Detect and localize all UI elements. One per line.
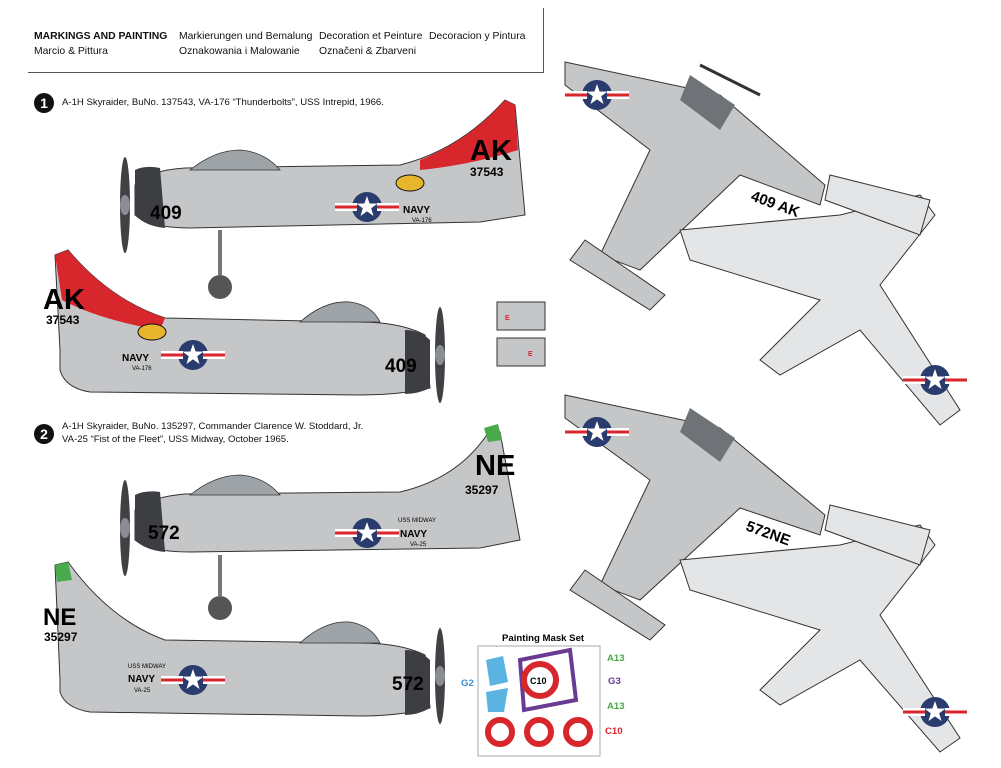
s1-navy-left: NAVY xyxy=(122,353,149,364)
s1-serial-left: 37543 xyxy=(46,313,80,327)
svg-text:E: E xyxy=(505,315,510,322)
s1-squadron: VA-176 xyxy=(412,218,432,224)
scheme-1-caption: A-1H Skyraider, BuNo. 137543, VA-176 “Th… xyxy=(62,97,384,108)
mask-set-title: Painting Mask Set xyxy=(502,633,585,644)
scheme-2-caption-line2: VA-25 “Fist of the Fleet”, USS Midway, O… xyxy=(62,434,289,445)
mask-code-g2: G2 xyxy=(461,678,474,689)
s1-top-view: 409 AK xyxy=(564,61,826,311)
s2-navy-left: NAVY xyxy=(128,674,155,685)
header-title-es: Decoracion y Pintura xyxy=(429,31,526,42)
s2-serial: 35297 xyxy=(465,483,499,497)
header-title-en: MARKINGS AND PAINTING xyxy=(34,31,168,42)
svg-text:E: E xyxy=(528,351,533,358)
mask-set-frame: C10 xyxy=(477,645,601,757)
mask-code-a13-bottom: A13 xyxy=(607,701,625,712)
s2-tail-code: NE xyxy=(475,450,515,482)
scheme-2-number: 2 xyxy=(34,424,54,444)
s2-nose-number-left: 572 xyxy=(392,674,424,695)
markings-header: MARKINGS AND PAINTING Markierungen und B… xyxy=(34,31,526,67)
s2-navy: NAVY xyxy=(400,529,427,540)
s1-tail-code: AK xyxy=(470,135,512,167)
s2-serial-left: 35297 xyxy=(44,630,78,644)
header-title-cz: Označeni & Zbarveni xyxy=(319,46,417,57)
header-title-pl: Oznakowania i Malowanie xyxy=(179,46,300,57)
header-title-it: Marcio & Pittura xyxy=(34,46,108,57)
header-title-fr: Decoration et Peinture xyxy=(319,31,423,42)
mask-center-label: C10 xyxy=(530,676,547,686)
s1-serial: 37543 xyxy=(470,165,504,179)
s2-top-view: 572NE xyxy=(564,394,826,641)
s1-side-view-left: 409 AK 37543 NAVY VA-176 xyxy=(43,249,445,403)
s2-squadron-left: VA-25 xyxy=(134,688,151,694)
s2-tail-code-left: NE xyxy=(43,604,76,631)
mask-code-a13-top: A13 xyxy=(607,653,625,664)
s2-side-view-right: 572 NE 35297 USS MIDWAY NAVY VA-25 xyxy=(120,424,521,620)
header-frame xyxy=(28,8,544,73)
header-title-de: Markierungen und Bemalung xyxy=(179,31,313,42)
s2-ship-left: USS MIDWAY xyxy=(128,664,166,670)
s2-squadron: VA-25 xyxy=(410,542,427,548)
scheme-2-caption: A-1H Skyraider, BuNo. 135297, Commander … xyxy=(62,421,364,432)
scheme-1-number: 1 xyxy=(34,93,54,113)
s1-tail-code-left: AK xyxy=(43,284,85,316)
mask-code-c10: C10 xyxy=(605,726,623,737)
s2-side-view-left: 572 NE 35297 USS MIDWAY NAVY VA-25 xyxy=(43,561,445,724)
mask-code-g3: G3 xyxy=(608,676,621,687)
s1-nose-number-left: 409 xyxy=(385,356,417,377)
s2-nose-number: 572 xyxy=(148,523,180,544)
s2-ship: USS MIDWAY xyxy=(398,518,436,524)
s2-bottom-view xyxy=(679,504,967,753)
s1-nose-number: 409 xyxy=(150,203,182,224)
cockpit-detail-insets: E E xyxy=(496,301,546,367)
s1-navy: NAVY xyxy=(403,205,430,216)
s1-bottom-view xyxy=(679,174,967,426)
s1-side-view-right: 409 AK 37543 NAVY VA-176 xyxy=(120,99,526,299)
s1-squadron-left: VA-176 xyxy=(132,366,152,372)
